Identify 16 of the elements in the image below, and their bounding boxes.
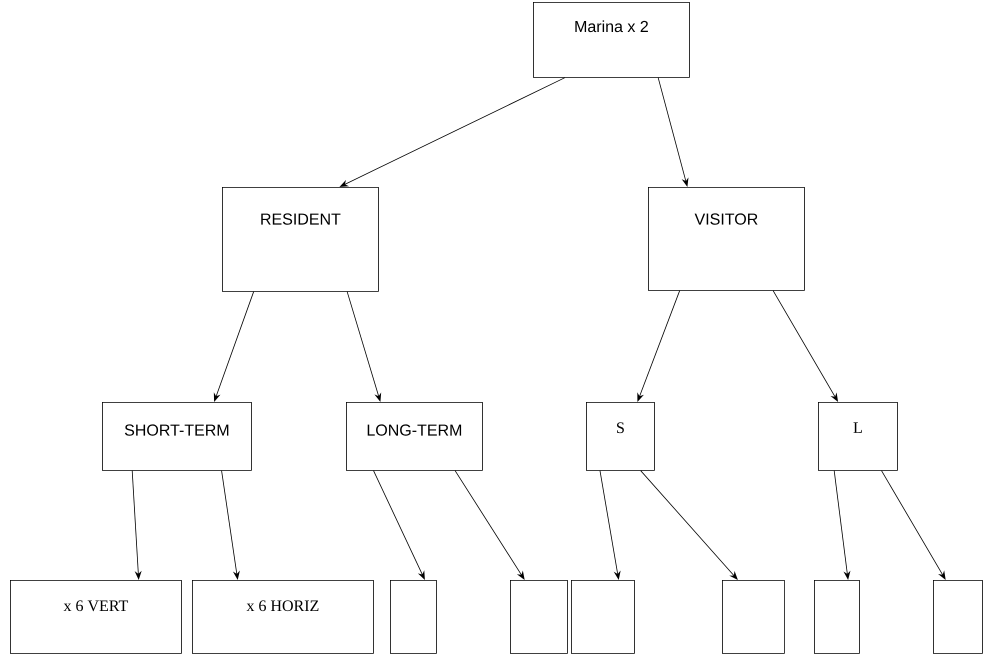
box: x 6 VERT — [10, 580, 182, 654]
box: RESIDENT — [222, 187, 379, 292]
empty-box — [722, 580, 785, 654]
empty-box — [510, 580, 568, 654]
box: S — [586, 402, 655, 471]
box: Marina x 2 — [533, 2, 690, 78]
box: LONG-TERM — [346, 402, 483, 471]
empty-box — [814, 580, 860, 654]
empty-box — [571, 580, 635, 654]
box: x 6 HORIZ — [192, 580, 374, 654]
arrow — [640, 470, 738, 580]
empty-box — [933, 580, 983, 654]
box: VISITOR — [648, 187, 805, 291]
box: L — [818, 402, 898, 471]
box: SHORT-TERM — [102, 402, 252, 471]
empty-box — [390, 580, 437, 654]
